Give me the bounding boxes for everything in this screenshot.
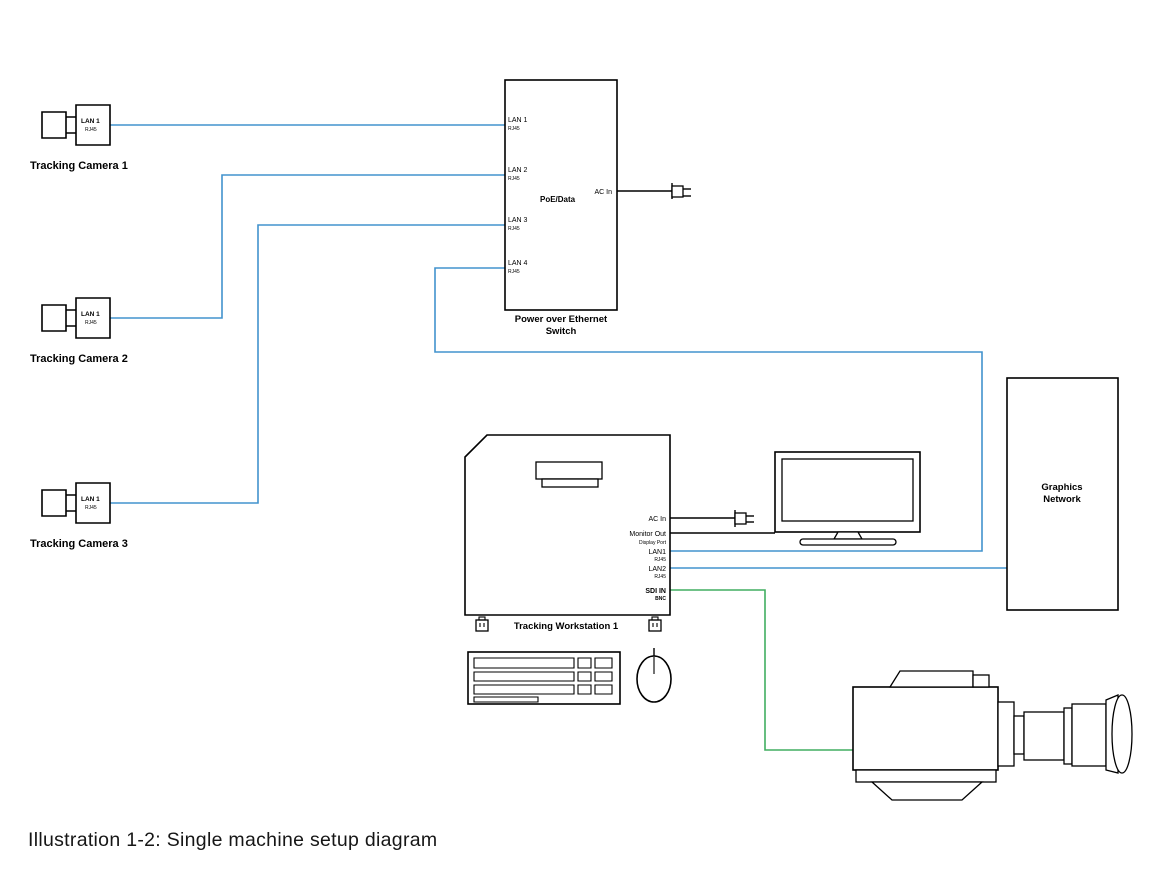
camera-port-label: LAN 1 [81,311,100,318]
usb-tab [651,616,659,621]
tracking-camera-icon [41,104,111,146]
switch-port-lan1-sub: RJ45 [508,126,520,132]
graphics-network-box [1006,377,1119,611]
lens-ring [1063,707,1073,765]
lens-barrel-front [1071,703,1107,767]
graphics-network: Graphics Network [1006,377,1119,611]
camera-port-sub: RJ45 [85,505,97,511]
tracking-camera-1: LAN 1 RJ45 Tracking Camera 1 [30,104,128,172]
camera-port-sub: RJ45 [85,127,97,133]
keyboard-body [467,651,621,705]
camera-port-label: LAN 1 [81,118,100,125]
workstation-port-lan1-label: LAN1 [648,549,666,556]
tracking-camera-2: LAN 1 RJ45 Tracking Camera 2 [30,297,128,365]
cable-lan4-to-workstation-lan1 [434,267,983,552]
workstation-port-lan2-sub: RJ45 [654,574,666,580]
usb-icon [475,616,489,632]
camera-base-wedge [870,781,984,801]
camera-viewfinder [888,670,974,688]
graphics-network-title-line2: Network [1043,494,1081,505]
workstation-power-plug-icon [734,510,754,527]
switch-port-lan1-label: LAN 1 [508,117,528,124]
poe-switch: LAN 1 RJ45 LAN 2 RJ45 LAN 3 RJ45 LAN 4 R… [504,79,618,337]
tracking-camera-3: LAN 1 RJ45 Tracking Camera 3 [30,482,128,550]
switch-port-lan4-label: LAN 4 [508,260,528,267]
camera-port-label: LAN 1 [81,496,100,503]
camera-caption: Tracking Camera 3 [30,538,128,550]
usb-connector [648,619,662,632]
cable-sdi-to-broadcast-camera [670,589,855,751]
usb-tab [478,616,486,621]
lens-ring [1013,715,1025,755]
switch-port-lan2-label: LAN 2 [508,167,528,174]
workstation-port-lan2-label: LAN2 [648,566,666,573]
lens-mount-plate [997,701,1015,767]
network-cables [110,124,1007,751]
camera-caption: Tracking Camera 2 [30,353,128,365]
monitor-stand-neck [832,531,864,540]
switch-port-lan4-sub: RJ45 [508,269,520,275]
workstation-port-lan1-sub: RJ45 [654,557,666,563]
camera-viewfinder-mount [972,674,990,688]
switch-poe-data-label: PoE/Data [540,195,576,204]
switch-port-lan3-label: LAN 3 [508,217,528,224]
plug-body [734,512,747,525]
mouse-icon [636,648,672,703]
tracking-camera-icon [41,297,111,339]
lens-front [1111,694,1133,774]
monitor-icon [774,451,921,546]
switch-ac-in-label: AC In [594,189,612,196]
switch-title-line1: Power over Ethernet [515,314,608,325]
switch-port-lan3-sub: RJ45 [508,226,520,232]
switch-port-lan2-sub: RJ45 [508,176,520,182]
camera-base-plate [855,769,997,783]
usb-icon [648,616,662,632]
cable-camera3-to-lan3 [110,224,505,504]
keyboard-icon [467,651,621,705]
monitor-screen [781,458,914,522]
drive-slot [541,478,599,488]
plug-body [671,185,684,198]
camera-port-sub: RJ45 [85,320,97,326]
switch-title-line2: Switch [546,326,577,337]
camera-caption: Tracking Camera 1 [30,160,128,172]
graphics-network-title-line1: Graphics [1041,482,1082,493]
workstation-port-monitor-sub: Display Port [639,540,667,546]
workstation-title: Tracking Workstation 1 [514,621,619,632]
lens-barrel [1023,711,1065,761]
workstation-port-monitor-label: Monitor Out [629,531,666,538]
mouse-body [636,655,672,703]
switch-power-plug-icon [671,183,691,199]
workstation-port-sdi-sub: BNC [655,596,666,602]
broadcast-camera-icon [852,670,1133,801]
monitor-stand-base [799,538,897,546]
figure-caption: Illustration 1-2: Single machine setup d… [28,829,437,851]
cable-camera2-to-lan2 [110,174,505,319]
power-and-monitor-cords [617,183,775,534]
workstation-port-ac-label: AC In [648,516,666,523]
workstation-port-sdi-label: SDI IN [645,588,666,595]
tracking-workstation: AC In Monitor Out Display Port LAN1 RJ45… [464,434,671,632]
drive-bay [535,461,603,480]
usb-connector [475,619,489,632]
tracking-camera-icon [41,482,111,524]
camera-body [852,686,999,771]
keyboard-keys [473,657,613,703]
poe-switch-box [504,79,618,311]
workstation-box [464,434,671,616]
